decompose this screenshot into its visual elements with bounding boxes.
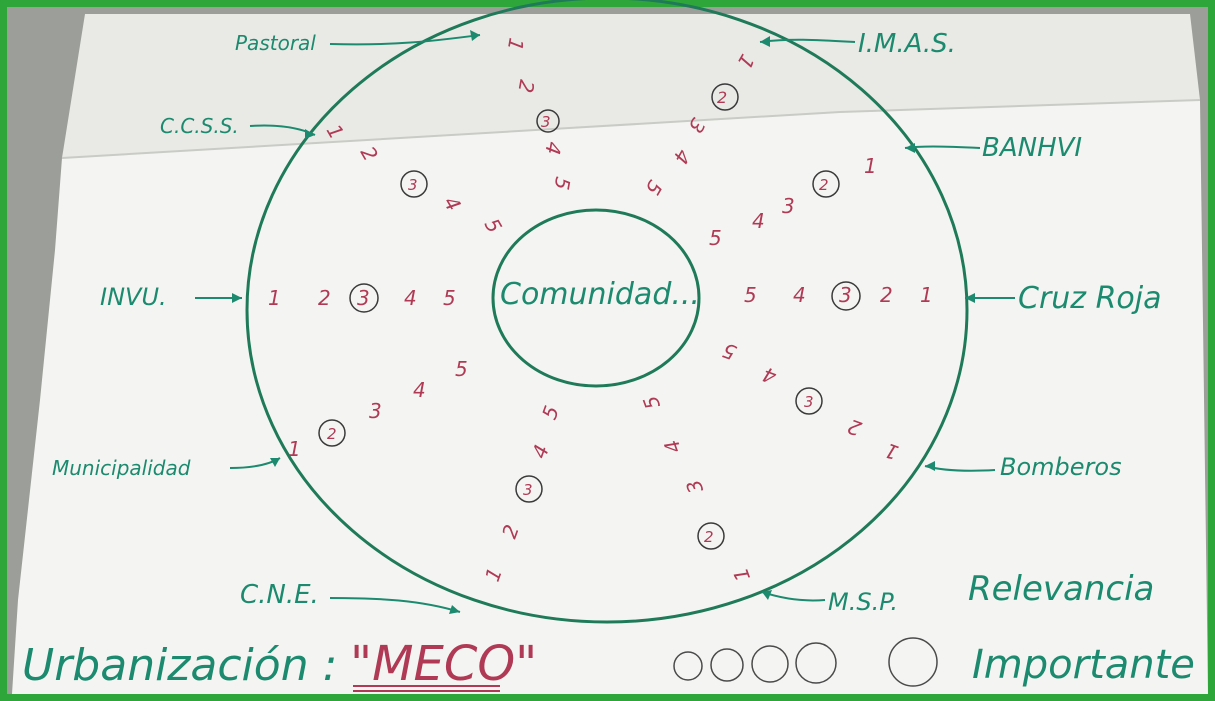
label-bomberos: Bomberos (1000, 453, 1122, 481)
cruzroja-n2: 2 (880, 283, 893, 307)
center-label: Comunidad... (500, 277, 700, 312)
banhvi-n4: 4 (752, 209, 765, 233)
label-banhvi: BANHVI (982, 133, 1082, 163)
banhvi-n1: 1 (864, 154, 877, 178)
importante-label: Importante (972, 642, 1195, 688)
pastoral-n3: 3 (541, 113, 551, 131)
banhvi-n2: 2 (819, 176, 829, 194)
cne-n3: 3 (523, 481, 533, 499)
invu-n4: 4 (404, 286, 417, 310)
imas-n2: 2 (717, 88, 727, 107)
banhvi-n5: 5 (709, 226, 722, 250)
muni-n4: 4 (413, 378, 426, 402)
label-msp: M.S.P. (828, 588, 898, 616)
cruzroja-n4: 4 (793, 283, 806, 307)
label-municipalidad: Municipalidad (52, 456, 191, 480)
muni-n3: 3 (369, 399, 382, 423)
cruzroja-n5: 5 (744, 283, 757, 307)
invu-n2: 2 (318, 286, 331, 310)
label-imas: I.M.A.S. (858, 29, 956, 59)
banhvi-n3: 3 (782, 194, 795, 218)
relevancia-label: Relevancia (968, 569, 1154, 609)
label-pastoral: Pastoral (235, 31, 316, 55)
muni-n1: 1 (288, 437, 301, 461)
cruzroja-n1: 1 (920, 283, 933, 307)
invu-n1: 1 (268, 286, 281, 310)
cruzroja-n3: 3 (839, 283, 852, 307)
bomberos-n3: 3 (804, 393, 814, 411)
label-cruz-roja: Cruz Roja (1018, 281, 1162, 316)
ccss-n3: 3 (408, 176, 418, 194)
urbanizacion-name: "MECO" (350, 636, 537, 692)
muni-n2: 2 (327, 425, 337, 443)
msp-n2: 2 (704, 528, 714, 546)
urbanizacion-label: Urbanización : (22, 640, 337, 691)
invu-n5: 5 (443, 286, 456, 310)
label-invu: INVU. (100, 283, 167, 311)
label-ccss: C.C.S.S. (160, 114, 239, 138)
muni-n5: 5 (455, 357, 468, 381)
invu-n3: 3 (357, 286, 370, 310)
label-cne: C.N.E. (240, 580, 319, 610)
